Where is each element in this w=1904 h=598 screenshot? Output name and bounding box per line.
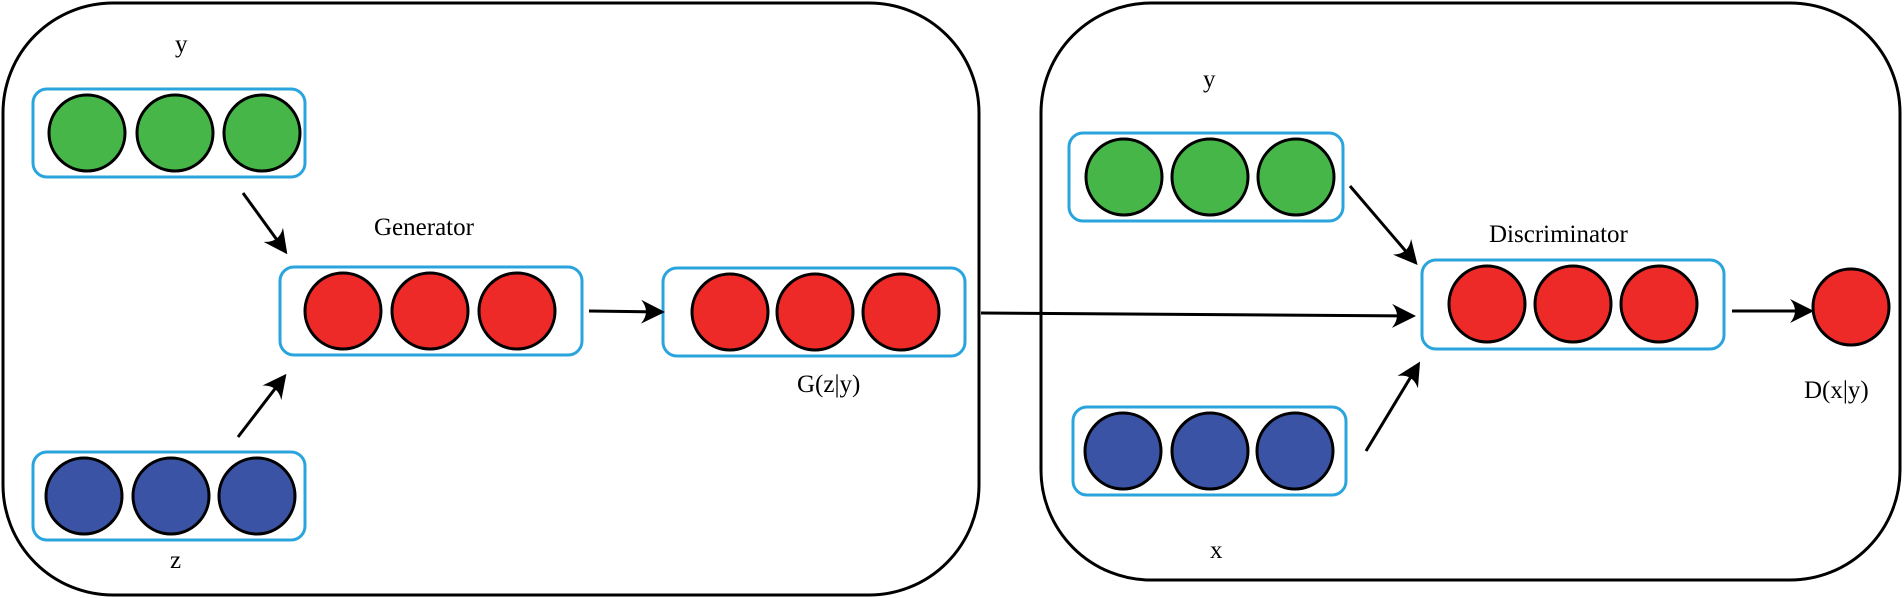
node-green — [1170, 137, 1250, 217]
node-red — [775, 272, 855, 352]
node-red — [861, 272, 941, 352]
arrow-x-to-discriminator — [1364, 361, 1421, 452]
node-green — [1084, 137, 1164, 217]
arrow-gzy-to-discriminator — [980, 303, 1416, 328]
generator-z-vector — [31, 450, 307, 542]
discriminator-x-label: x — [1210, 537, 1223, 564]
node-red — [390, 271, 470, 351]
discriminator-y-label: y — [1203, 66, 1216, 93]
discriminator-y-vector — [1067, 131, 1345, 223]
generator-y-label: y — [175, 31, 188, 58]
node-blue — [1170, 411, 1250, 491]
node-red — [303, 271, 383, 351]
node-red — [690, 272, 770, 352]
discriminator-output-node — [1811, 267, 1891, 347]
node-red — [1533, 264, 1613, 344]
generator-title: Generator — [374, 214, 475, 241]
node-green — [222, 93, 302, 173]
generator-y-vector — [31, 87, 307, 179]
node-green — [47, 93, 127, 173]
arrow-generator-to-output — [588, 299, 665, 324]
discriminator-output-label: D(x|y) — [1804, 377, 1869, 404]
generator-z-label: z — [170, 547, 181, 574]
arrow-z-to-generator — [236, 373, 287, 438]
generator-panel — [1, 1, 981, 597]
node-red — [1447, 264, 1527, 344]
generator-hidden-vector — [278, 265, 584, 357]
node-red — [1619, 264, 1699, 344]
node-blue — [1083, 411, 1163, 491]
node-blue — [131, 456, 211, 536]
arrow-y-to-generator — [241, 192, 288, 255]
node-blue — [44, 456, 124, 536]
node-red — [477, 271, 557, 351]
discriminator-title: Discriminator — [1489, 221, 1629, 248]
discriminator-x-vector — [1071, 405, 1348, 497]
generator-output-label: G(z|y) — [797, 371, 860, 398]
discriminator-hidden-vector — [1420, 258, 1726, 351]
node-green — [135, 93, 215, 173]
arrow-y-to-discriminator — [1348, 185, 1418, 266]
node-blue — [1255, 411, 1335, 491]
node-blue — [217, 456, 297, 536]
generator-output-vector — [661, 266, 967, 358]
node-green — [1256, 137, 1336, 217]
discriminator-panel — [1039, 1, 1902, 582]
